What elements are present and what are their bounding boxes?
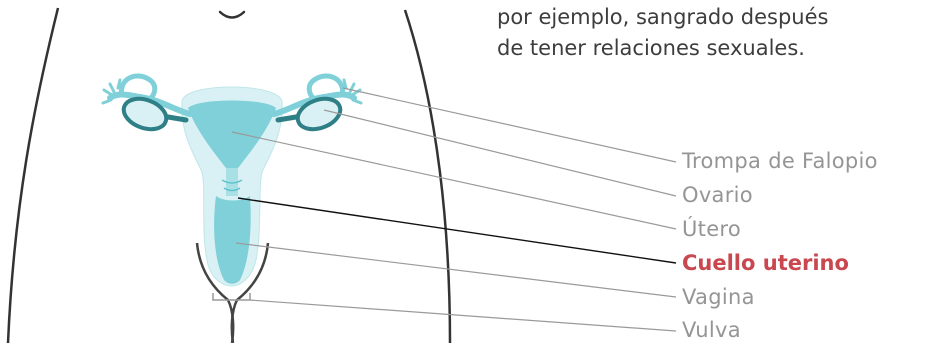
leader-vagina <box>235 242 677 298</box>
label-cuello-uterino: Cuello uterino <box>682 251 849 275</box>
leader-cuello <box>237 197 677 264</box>
body-outline-left <box>6 7 60 343</box>
cervical-canal <box>226 168 238 196</box>
navel <box>218 10 246 19</box>
leader-vulva <box>249 299 677 332</box>
leader-ovario <box>323 109 677 197</box>
label-ovario: Ovario <box>682 183 753 207</box>
caption-text: por ejemplo, sangrado después de tener r… <box>497 2 917 64</box>
tube-loop-right <box>306 73 346 103</box>
caption-line-1: por ejemplo, sangrado después <box>497 5 829 29</box>
vagina-canal <box>214 196 251 284</box>
fimbriae-right <box>342 78 363 105</box>
ovary-right <box>295 96 343 132</box>
ovary-left <box>121 96 169 132</box>
uterus-cavity <box>188 100 276 168</box>
label-vulva: Vulva <box>682 318 741 342</box>
caption-line-2: de tener relaciones sexuales. <box>497 36 805 60</box>
label-trompa-de-falopio: Trompa de Falopio <box>682 149 878 173</box>
vulva-bracket <box>212 293 251 301</box>
body-outline-right <box>403 9 452 343</box>
fimbriae-left <box>101 78 122 105</box>
leader-trompa <box>342 87 677 163</box>
cervix-ring <box>221 179 243 192</box>
leader-utero <box>231 131 677 230</box>
label-utero: Útero <box>682 217 742 241</box>
tube-loop-left <box>118 73 158 103</box>
label-vagina: Vagina <box>682 285 755 309</box>
